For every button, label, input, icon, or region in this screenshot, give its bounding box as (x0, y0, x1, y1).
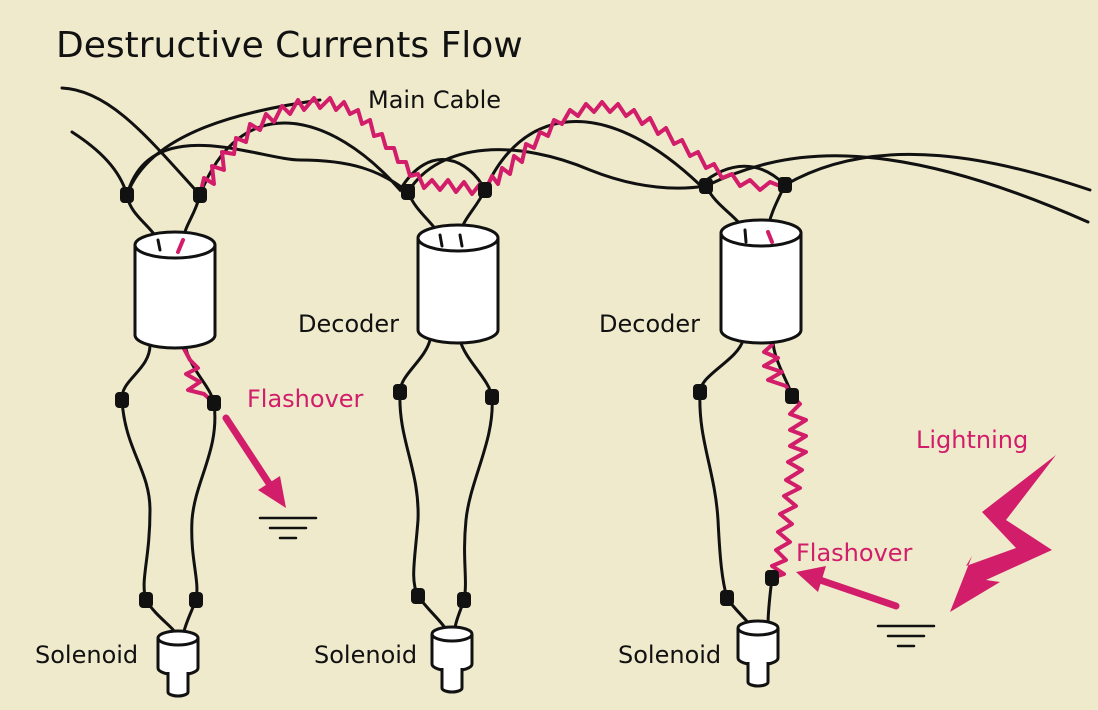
splice-connector (457, 592, 471, 608)
main-cable-wire-b (70, 130, 1090, 224)
splice-connector (699, 178, 713, 194)
solenoid-label: Solenoid (618, 641, 722, 669)
splice-connector (485, 389, 499, 405)
diagram-title: Destructive Currents Flow (56, 25, 523, 66)
decoder-2 (416, 223, 500, 345)
flashover-label: Flashover (247, 385, 364, 413)
decoder-entry-wires (156, 228, 748, 252)
solenoid-wires (120, 338, 794, 634)
ground-symbol-icon (258, 516, 318, 540)
lightning-bolt-icon (950, 455, 1056, 612)
solenoid-label: Solenoid (35, 641, 139, 669)
splice-connector (765, 570, 779, 586)
current-main-cable (198, 96, 787, 197)
solenoid-1 (156, 629, 200, 698)
splice-connector (139, 592, 153, 608)
splice-connector (720, 590, 734, 606)
ground-symbol-icon (876, 624, 936, 648)
main-cable-wires (60, 86, 1092, 224)
solenoid-2 (430, 625, 474, 694)
decoder-3 (719, 218, 803, 345)
flashover-label: Flashover (796, 539, 913, 567)
lightning-label: Lightning (916, 426, 1029, 454)
splice-connector (207, 395, 221, 411)
splice-connectors (115, 177, 799, 608)
splice-connector (393, 384, 407, 400)
main-cable-wire-c (125, 98, 322, 197)
decoder-label: Decoder (298, 310, 399, 338)
splice-connector (693, 384, 707, 400)
splice-connector (401, 184, 415, 200)
flashover-arrow-2 (796, 566, 900, 610)
splice-connector (411, 588, 425, 604)
decoder-entry-currents (176, 230, 774, 254)
main-cable-wire-a (60, 86, 1092, 198)
solenoid-3 (736, 619, 780, 688)
decoder-label: Decoder (599, 310, 700, 338)
decoder-1 (133, 230, 217, 350)
splice-connector (120, 187, 134, 203)
splice-connector (189, 592, 203, 608)
flashover-arrow-1 (222, 414, 286, 508)
splice-connector (478, 182, 492, 198)
splice-connector (115, 392, 129, 408)
splice-connector (778, 177, 792, 193)
solenoid-label: Solenoid (314, 641, 418, 669)
splice-connector (193, 187, 207, 203)
main-cable-label: Main Cable (368, 86, 502, 114)
splice-connector (785, 388, 799, 404)
